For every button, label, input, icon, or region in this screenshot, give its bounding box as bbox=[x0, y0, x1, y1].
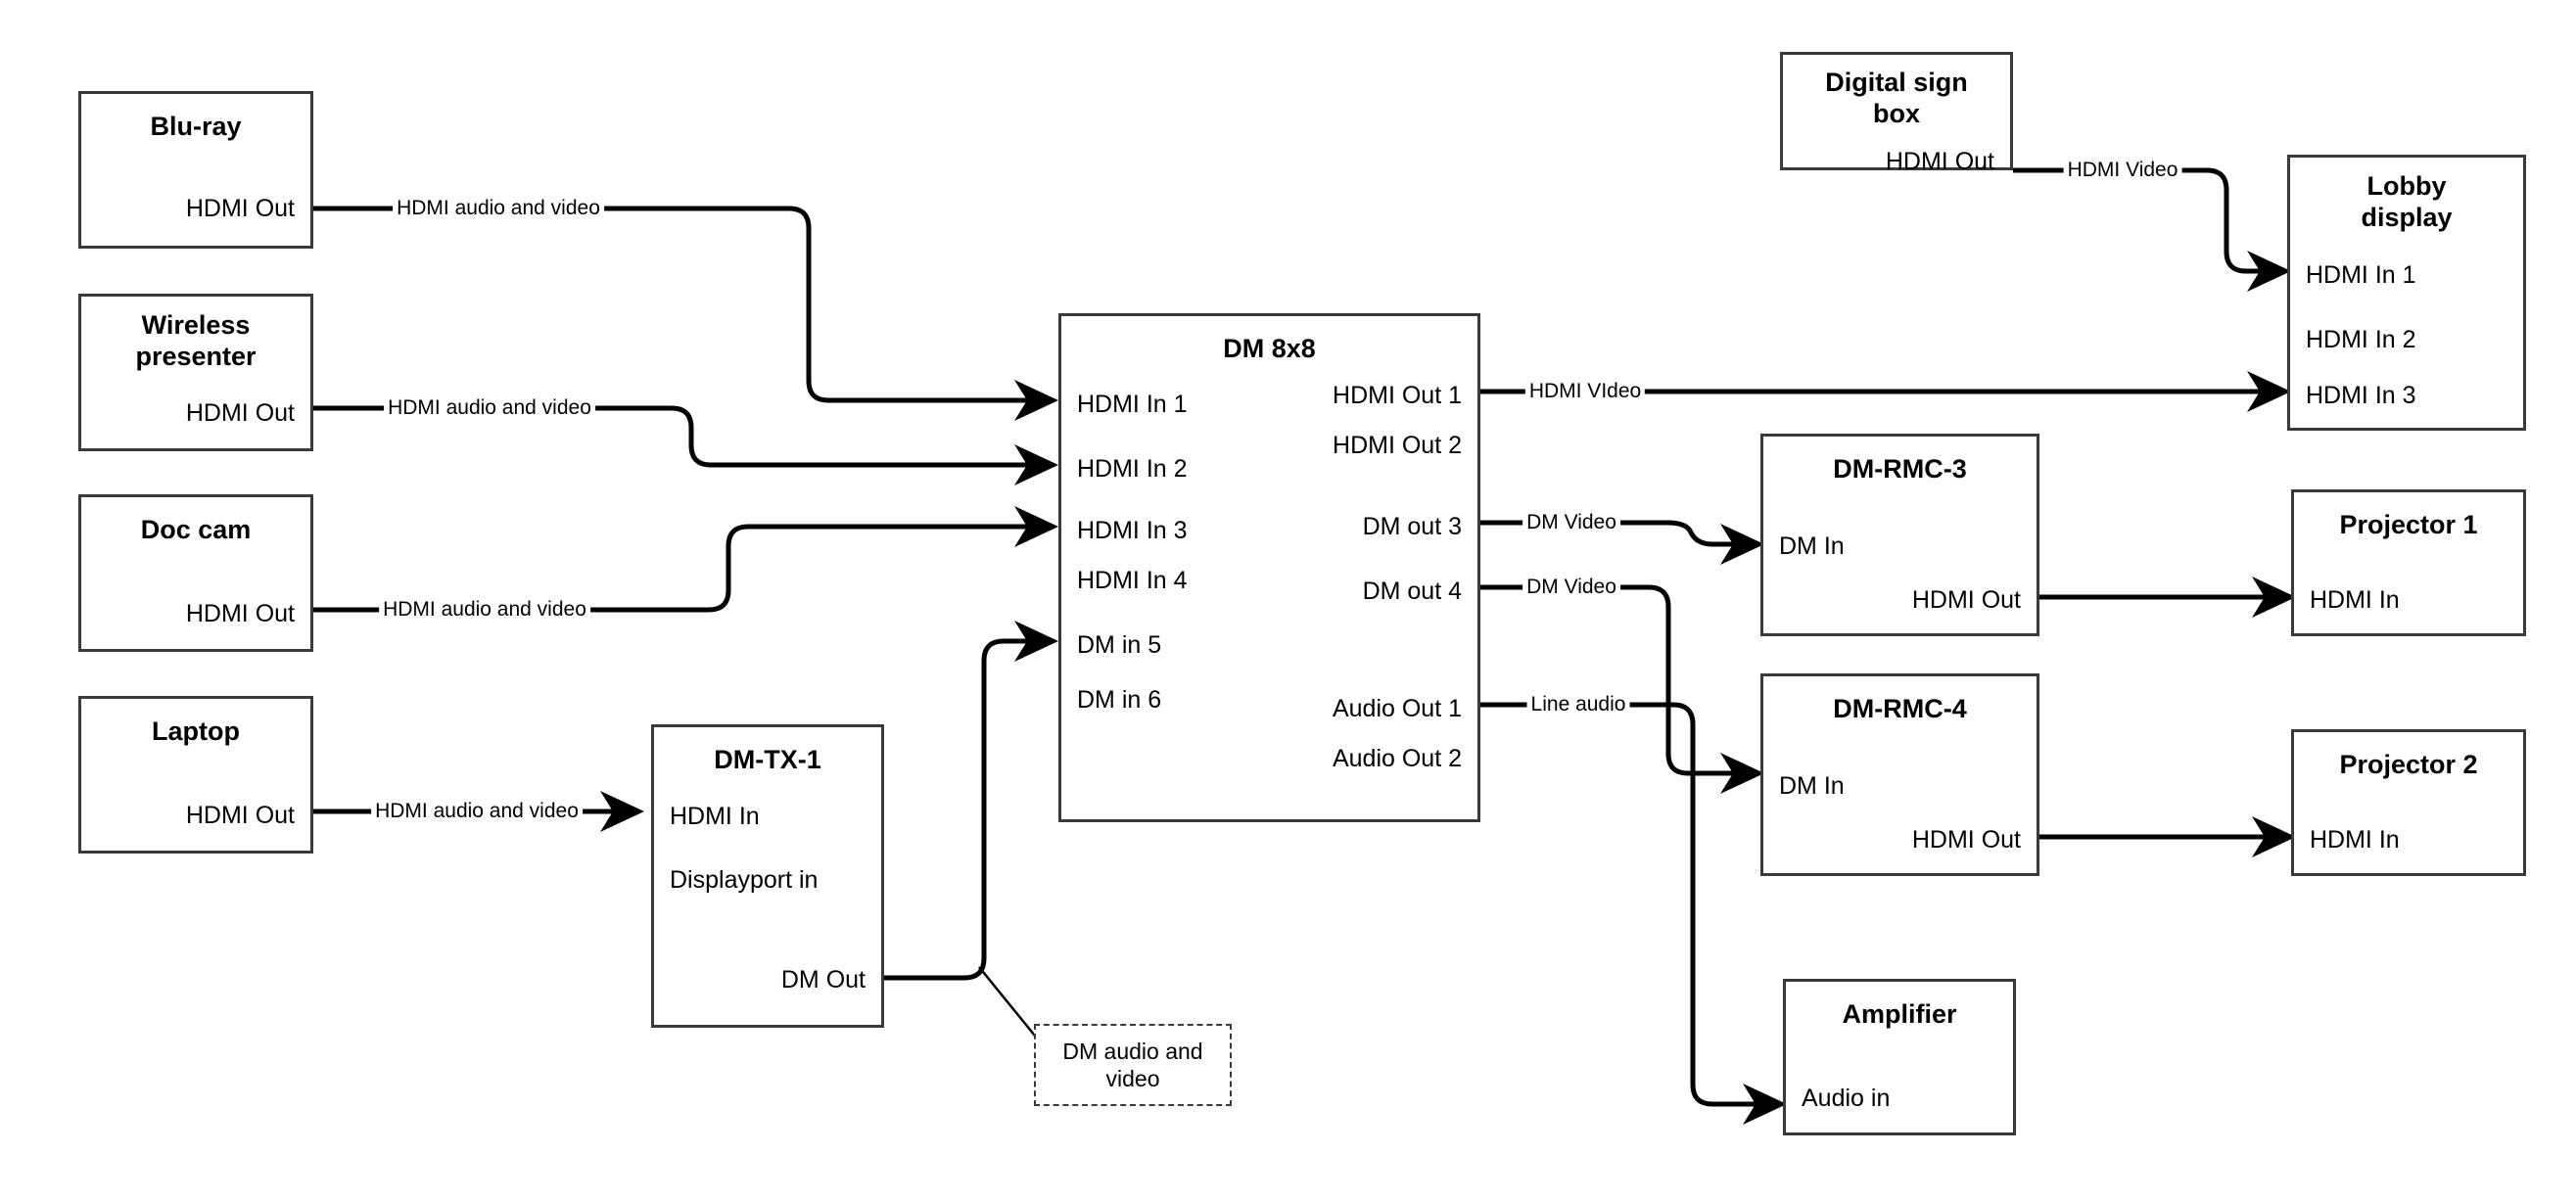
node-dm-rmc-3[interactable]: DM-RMC-3 DM In HDMI Out bbox=[1760, 434, 2039, 636]
node-title-wireless-presenter-line1: Wireless bbox=[141, 310, 251, 340]
wire-bluray-to-dm-in1 bbox=[313, 206, 1059, 421]
node-title-lobby-display-line2: display bbox=[2361, 203, 2453, 232]
node-title-projector-2: Projector 2 bbox=[2339, 750, 2478, 779]
node-title-dm-tx-1: DM-TX-1 bbox=[714, 745, 821, 774]
node-lobby-display[interactable]: Lobby display HDMI In 1 HDMI In 2 HDMI I… bbox=[2287, 155, 2526, 431]
node-title-dm-8x8: DM 8x8 bbox=[1223, 334, 1316, 363]
node-wireless-presenter[interactable]: Wireless presenter HDMI Out bbox=[78, 294, 313, 451]
wire-dm-out3-to-rmc3 bbox=[1480, 520, 1765, 565]
node-amplifier[interactable]: Amplifier Audio in bbox=[1783, 979, 2016, 1135]
wire-wireless-to-dm-in2 bbox=[313, 405, 1059, 485]
port-dm-8x8-hdmi-in-3[interactable]: HDMI In 3 bbox=[1077, 517, 1188, 544]
port-dm-8x8-dm-in-6[interactable]: DM in 6 bbox=[1077, 686, 1162, 714]
wire-tx-to-dm-in5 bbox=[884, 621, 1059, 981]
node-title-wireless-presenter-line2: presenter bbox=[135, 342, 257, 371]
node-blu-ray[interactable]: Blu-ray HDMI Out bbox=[78, 91, 313, 249]
note-dm-audio-and-video: DM audio and video bbox=[1034, 1024, 1232, 1106]
port-wireless-presenter-hdmi-out[interactable]: HDMI Out bbox=[185, 399, 295, 427]
port-doc-cam-hdmi-out[interactable]: HDMI Out bbox=[185, 600, 295, 627]
wire-dm-out4-to-rmc4 bbox=[1480, 584, 1765, 794]
port-dm-tx-1-hdmi-in[interactable]: HDMI In bbox=[670, 803, 760, 830]
node-projector-1[interactable]: Projector 1 HDMI In bbox=[2291, 489, 2526, 636]
node-title-doc-cam: Doc cam bbox=[140, 515, 252, 544]
node-dm-rmc-4[interactable]: DM-RMC-4 DM In HDMI Out bbox=[1760, 673, 2039, 876]
port-lobby-display-hdmi-in-1[interactable]: HDMI In 1 bbox=[2306, 261, 2416, 289]
port-dm-8x8-audio-out-1[interactable]: Audio Out 1 bbox=[1332, 695, 1462, 722]
port-dm-tx-1-dm-out[interactable]: DM Out bbox=[780, 966, 866, 993]
edge-label-wireless-hdmi-av: HDMI audio and video bbox=[384, 396, 595, 420]
edge-label-bluray-hdmi-av: HDMI audio and video bbox=[393, 197, 604, 220]
port-lobby-display-hdmi-in-2[interactable]: HDMI In 2 bbox=[2306, 326, 2416, 353]
node-title-projector-1: Projector 1 bbox=[2339, 510, 2478, 539]
port-dm-8x8-dm-in-5[interactable]: DM in 5 bbox=[1077, 631, 1162, 659]
port-laptop-hdmi-out[interactable]: HDMI Out bbox=[185, 802, 295, 829]
node-title-laptop: Laptop bbox=[152, 716, 240, 746]
node-title-amplifier: Amplifier bbox=[1842, 999, 1957, 1029]
wire-sign-to-lobby-in1 bbox=[2013, 167, 2292, 292]
edge-label-dm-out1-hdmi-video: HDMI VIdeo bbox=[1524, 380, 1646, 403]
wire-dm-audio-out1-to-amplifier bbox=[1480, 702, 1788, 1125]
node-dm-8x8[interactable]: DM 8x8 HDMI In 1 HDMI In 2 HDMI In 3 HDM… bbox=[1058, 313, 1480, 822]
port-dm-8x8-dm-out-3[interactable]: DM out 3 bbox=[1362, 513, 1462, 540]
leader-line-dm-audio-video-note bbox=[978, 966, 1040, 1041]
port-dm-8x8-hdmi-out-1[interactable]: HDMI Out 1 bbox=[1333, 382, 1462, 409]
port-dm-8x8-dm-out-4[interactable]: DM out 4 bbox=[1362, 577, 1462, 605]
edge-label-dm-out3-dm-video: DM Video bbox=[1522, 511, 1620, 534]
port-dm-8x8-hdmi-out-2[interactable]: HDMI Out 2 bbox=[1333, 432, 1462, 459]
edge-label-dm-out4-dm-video: DM Video bbox=[1522, 576, 1620, 599]
edge-label-sign-hdmi-video: HDMI Video bbox=[2063, 159, 2182, 182]
port-lobby-display-hdmi-in-3[interactable]: HDMI In 3 bbox=[2306, 382, 2416, 409]
node-doc-cam[interactable]: Doc cam HDMI Out bbox=[78, 494, 313, 652]
port-dm-8x8-audio-out-2[interactable]: Audio Out 2 bbox=[1332, 745, 1462, 772]
port-projector-2-hdmi-in[interactable]: HDMI In bbox=[2310, 826, 2400, 854]
node-title-blu-ray: Blu-ray bbox=[150, 112, 242, 141]
port-dm-8x8-hdmi-in-1[interactable]: HDMI In 1 bbox=[1077, 391, 1188, 418]
node-laptop[interactable]: Laptop HDMI Out bbox=[78, 696, 313, 854]
node-title-digital-sign-box-line1: Digital sign bbox=[1825, 68, 1968, 97]
port-dm-rmc-4-dm-in[interactable]: DM In bbox=[1779, 772, 1845, 800]
port-projector-1-hdmi-in[interactable]: HDMI In bbox=[2310, 586, 2400, 614]
port-dm-rmc-3-hdmi-out[interactable]: HDMI Out bbox=[1911, 586, 2021, 614]
edge-label-laptop-hdmi-av: HDMI audio and video bbox=[371, 800, 583, 823]
node-title-dm-rmc-4: DM-RMC-4 bbox=[1833, 694, 1967, 723]
port-digital-sign-box-hdmi-out[interactable]: HDMI Out bbox=[1885, 148, 1994, 175]
port-blu-ray-hdmi-out[interactable]: HDMI Out bbox=[185, 195, 295, 222]
node-digital-sign-box[interactable]: Digital sign box HDMI Out bbox=[1780, 52, 2013, 175]
port-amplifier-audio-in[interactable]: Audio in bbox=[1802, 1085, 1891, 1112]
wire-doccam-to-dm-in3 bbox=[313, 506, 1059, 613]
port-dm-8x8-hdmi-in-4[interactable]: HDMI In 4 bbox=[1077, 567, 1188, 594]
node-dm-tx-1[interactable]: DM-TX-1 HDMI In Displayport in DM Out bbox=[651, 724, 884, 1028]
node-title-lobby-display-line1: Lobby bbox=[2366, 171, 2447, 201]
edge-label-audio-out1-line-audio: Line audio bbox=[1526, 693, 1630, 716]
edge-label-doccam-hdmi-av: HDMI audio and video bbox=[379, 598, 590, 622]
node-title-digital-sign-box-line2: box bbox=[1872, 99, 1920, 128]
port-dm-tx-1-displayport-in[interactable]: Displayport in bbox=[670, 866, 819, 894]
node-projector-2[interactable]: Projector 2 HDMI In bbox=[2291, 729, 2526, 876]
port-dm-rmc-4-hdmi-out[interactable]: HDMI Out bbox=[1911, 826, 2021, 854]
port-dm-8x8-hdmi-in-2[interactable]: HDMI In 2 bbox=[1077, 455, 1188, 483]
port-dm-rmc-3-dm-in[interactable]: DM In bbox=[1779, 532, 1845, 560]
node-title-dm-rmc-3: DM-RMC-3 bbox=[1833, 454, 1967, 484]
